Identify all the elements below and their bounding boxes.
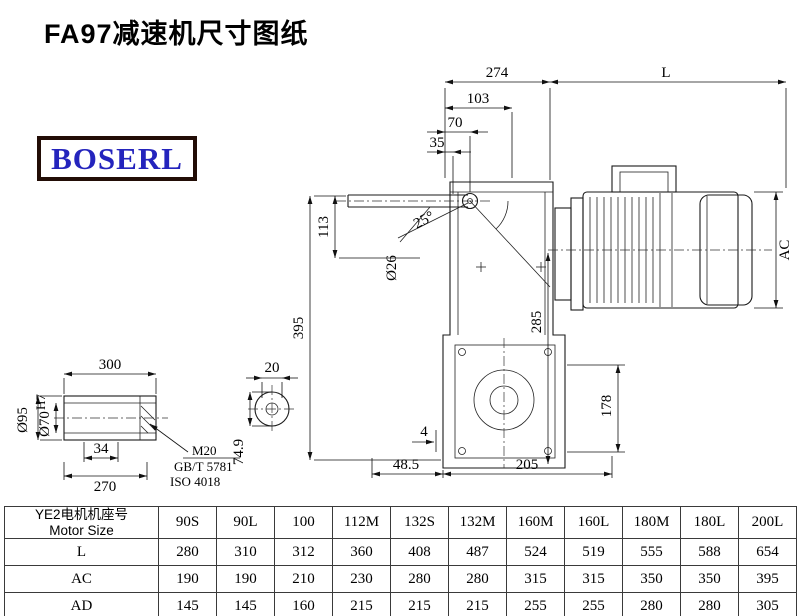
row-label: L <box>4 538 159 567</box>
dim-dia70: Ø70 <box>37 411 53 437</box>
col-header: 160M <box>506 505 565 540</box>
cell: 315 <box>506 565 565 594</box>
cell: 230 <box>332 565 391 594</box>
dim-48-5: 48.5 <box>393 457 419 473</box>
col-header: 90S <box>158 505 217 540</box>
cell: 160 <box>274 592 333 616</box>
cell: 555 <box>622 538 681 567</box>
cell: 215 <box>332 592 391 616</box>
col-header: 160L <box>564 505 623 540</box>
standard-iso: ISO 4018 <box>170 474 220 489</box>
col-header: 132S <box>390 505 449 540</box>
dim-dia95: Ø95 <box>15 407 31 433</box>
brand-logo: BOSERL <box>37 136 197 181</box>
key-section-view: 20 74.9 <box>231 360 298 465</box>
cell: 280 <box>680 592 739 616</box>
col-header: 132M <box>448 505 507 540</box>
dimension-lines-bottom: 4 48.5 205 <box>371 424 613 478</box>
cell: 312 <box>274 538 333 567</box>
motor-size-table: YE2电机机座号 Motor Size 90S 90L 100 112M 132… <box>4 505 797 616</box>
cell: 145 <box>216 592 275 616</box>
motor-size-header-cn: YE2电机机座号 <box>34 507 129 522</box>
cell: 280 <box>448 565 507 594</box>
col-header: 90L <box>216 505 275 540</box>
dimension-lines-left: 395 113 <box>291 195 441 461</box>
dim-20: 20 <box>265 360 280 376</box>
col-header: 180M <box>622 505 681 540</box>
cell: 210 <box>274 565 333 594</box>
cell: 408 <box>390 538 449 567</box>
cell: 190 <box>216 565 275 594</box>
dim-395: 395 <box>291 317 307 340</box>
cell: 588 <box>680 538 739 567</box>
table-header-row: YE2电机机座号 Motor Size 90S 90L 100 112M 132… <box>4 505 797 540</box>
dim-70: 70 <box>448 115 463 131</box>
cell: 350 <box>680 565 739 594</box>
table-row-L: L 280 310 312 360 408 487 524 519 555 58… <box>4 538 797 567</box>
cell: 280 <box>158 538 217 567</box>
row-label: AC <box>4 565 159 594</box>
shaft-diameter-text: Ø26 <box>384 255 400 281</box>
shaft-diameter-label: Ø26 <box>384 206 431 281</box>
technical-drawing: 25° Ø26 <box>15 65 793 495</box>
dim-103: 103 <box>467 91 490 107</box>
dim-270: 270 <box>94 479 117 495</box>
dim-300: 300 <box>99 357 122 373</box>
gearbox-front-view <box>442 181 566 469</box>
dimension-lines-right: 285 AC 178 <box>529 191 793 464</box>
cell: 215 <box>448 592 507 616</box>
thread-label: M20 <box>192 443 217 458</box>
cell: 395 <box>738 565 797 594</box>
cell: 524 <box>506 538 565 567</box>
cell: 315 <box>564 565 623 594</box>
dim-4: 4 <box>420 424 428 440</box>
dim-285: 285 <box>529 311 545 334</box>
cell: 190 <box>158 565 217 594</box>
dim-178: 178 <box>599 395 615 418</box>
page-title: FA97减速机尺寸图纸 <box>44 19 309 49</box>
dim-74-9: 74.9 <box>231 439 247 465</box>
angle-label: 25° <box>411 208 437 232</box>
cell: 654 <box>738 538 797 567</box>
cell: 280 <box>390 565 449 594</box>
dim-34: 34 <box>94 441 110 457</box>
dim-274: 274 <box>486 65 509 81</box>
cell: 215 <box>390 592 449 616</box>
input-shaft <box>336 192 492 210</box>
dim-35: 35 <box>430 135 445 151</box>
cell: 255 <box>564 592 623 616</box>
col-header: 200L <box>738 505 797 540</box>
angle-indicator: 25° <box>397 200 551 288</box>
cell: 255 <box>506 592 565 616</box>
cell: 280 <box>622 592 681 616</box>
cell: 360 <box>332 538 391 567</box>
dim-L: L <box>661 65 670 81</box>
dim-113: 113 <box>316 216 332 238</box>
dimension-lines-top: 274 L 103 70 35 <box>427 65 787 194</box>
motor-side-view <box>548 165 772 311</box>
shaft-detail-view: 300 34 270 Ø95 Ø70 H7 M20 GB/T 5781 <box>15 357 240 495</box>
dim-205: 205 <box>516 457 539 473</box>
cell: 519 <box>564 538 623 567</box>
table-row-AC: AC 190 190 210 230 280 280 315 315 350 3… <box>4 565 797 594</box>
col-header: 112M <box>332 505 391 540</box>
cell: 145 <box>158 592 217 616</box>
cell: 350 <box>622 565 681 594</box>
dim-AC: AC <box>777 240 793 261</box>
cell: 310 <box>216 538 275 567</box>
brand-logo-text: BOSERL <box>51 141 183 176</box>
cell: 487 <box>448 538 507 567</box>
col-header: 180L <box>680 505 739 540</box>
bolt-hole-marks <box>476 262 546 272</box>
row-label: AD <box>4 592 159 616</box>
motor-size-header: YE2电机机座号 Motor Size <box>4 505 159 540</box>
standard-gbt: GB/T 5781 <box>174 459 233 474</box>
cell: 305 <box>738 592 797 616</box>
dim-dia70-tolerance: H7 <box>33 394 48 410</box>
col-header: 100 <box>274 505 333 540</box>
table-row-AD: AD 145 145 160 215 215 215 255 255 280 2… <box>4 592 797 616</box>
motor-size-header-en: Motor Size <box>49 522 114 538</box>
